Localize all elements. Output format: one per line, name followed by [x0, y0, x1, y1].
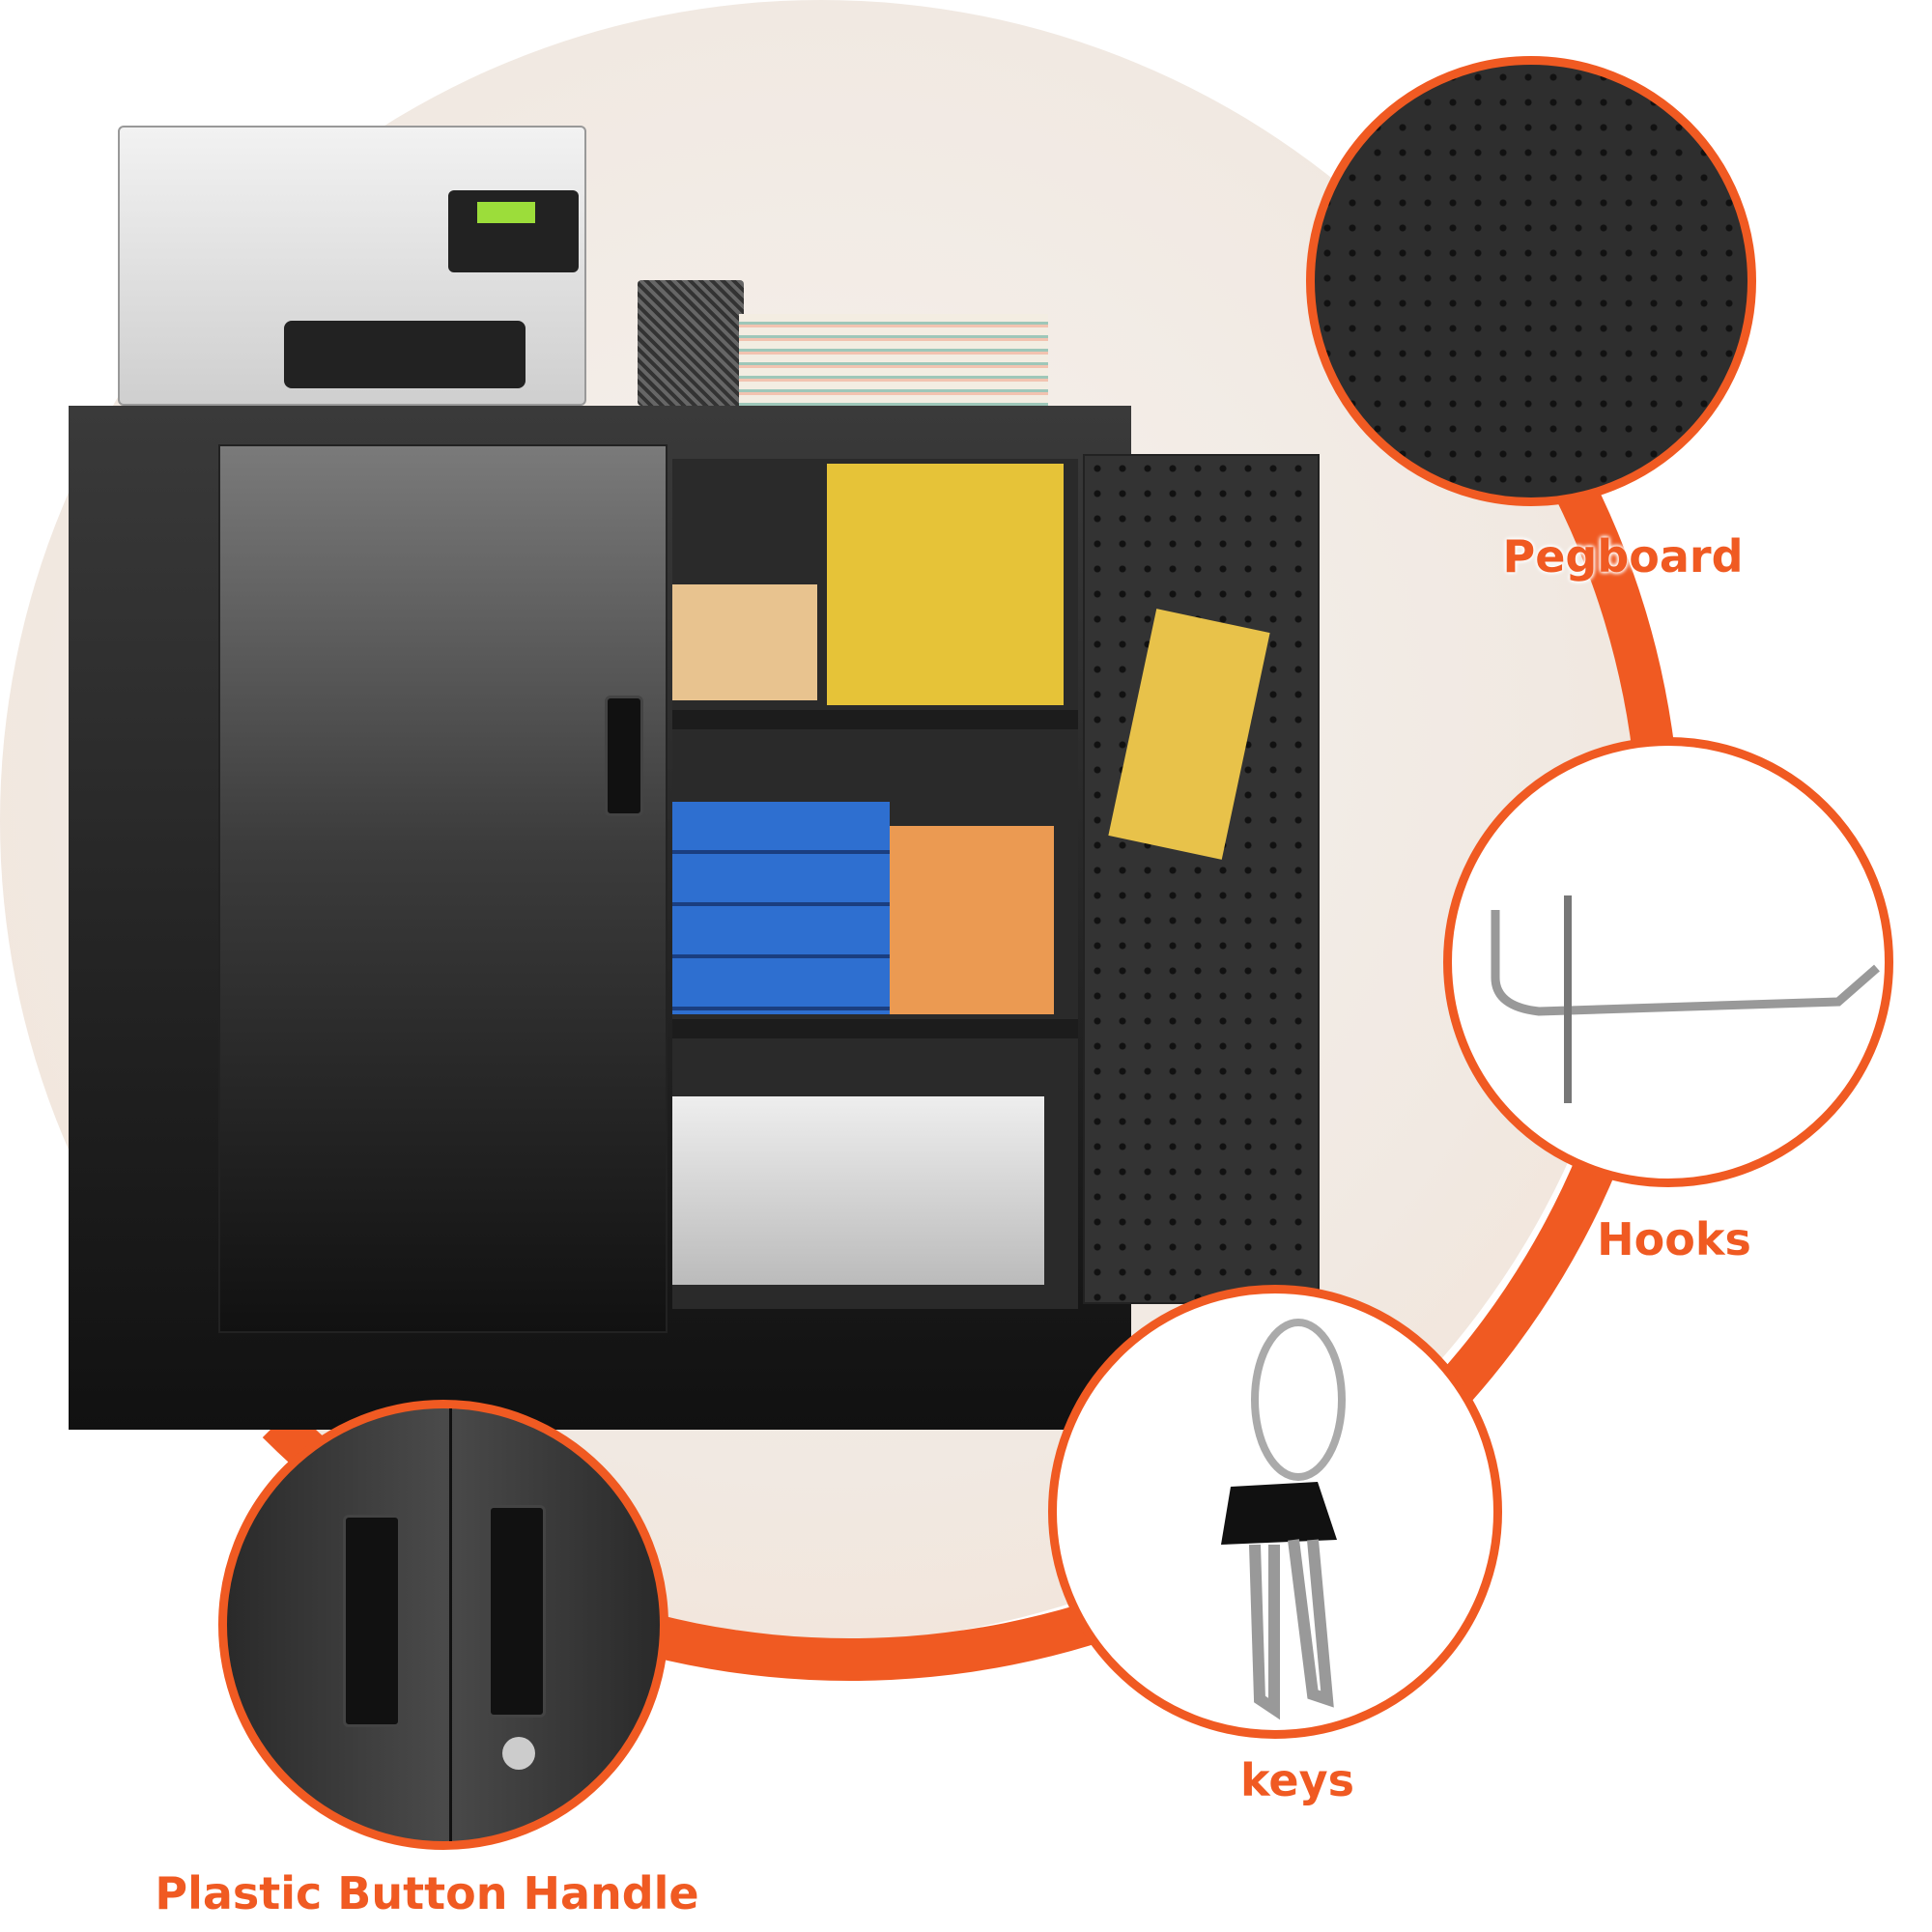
- door-seam: [449, 1408, 452, 1841]
- cabinet: [69, 406, 1320, 1430]
- handle-label: Plastic Button Handle: [155, 1867, 699, 1919]
- printer-icon: [118, 126, 586, 406]
- book-stack-icon: [739, 314, 1048, 406]
- cabinet-interior: [672, 459, 1078, 1309]
- right-door-pegboard[interactable]: [1083, 454, 1320, 1304]
- shelf: [672, 1019, 1078, 1038]
- pegboard-label: Pegboard: [1502, 530, 1744, 582]
- left-door-handle[interactable]: [605, 696, 643, 816]
- printer-display: [477, 202, 535, 223]
- paper-tray: [672, 584, 817, 700]
- keys-detail-icon: [1048, 1285, 1502, 1739]
- keys-label: keys: [1240, 1754, 1354, 1806]
- handle-right: [488, 1505, 546, 1718]
- shelf: [672, 710, 1078, 729]
- yellow-organizer: [827, 464, 1064, 705]
- lock-icon: [502, 1737, 535, 1770]
- left-door[interactable]: [218, 444, 668, 1333]
- hook-svg: [1491, 895, 1880, 1103]
- magazine-holders: [890, 826, 1054, 1014]
- binders: [672, 802, 890, 1014]
- printer-panel: [448, 190, 579, 272]
- keys-svg: [1221, 1319, 1346, 1720]
- hook-detail-icon: [1443, 737, 1893, 1187]
- handle-detail-icon: [218, 1400, 668, 1850]
- hooks-label: Hooks: [1597, 1213, 1751, 1265]
- storage-box: [672, 1096, 1044, 1285]
- pegboard-detail-icon: [1306, 56, 1756, 506]
- handle-left: [343, 1515, 401, 1727]
- printer-tray: [284, 321, 526, 388]
- pen-holder-icon: [638, 280, 744, 406]
